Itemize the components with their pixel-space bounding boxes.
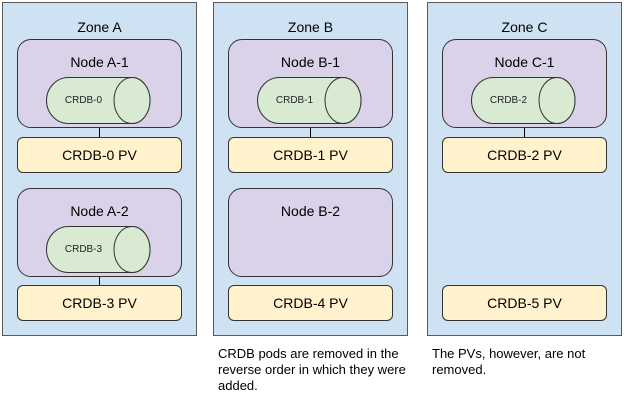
- pod-label: CRDB-1: [275, 95, 314, 106]
- pod-pv-connector: [524, 128, 525, 137]
- pod-cylinder: CRDB-3: [46, 226, 155, 273]
- pod-pv-connector: [99, 277, 100, 286]
- zone-title: Zone A: [77, 19, 122, 35]
- pod-cylinder: CRDB-0: [46, 77, 155, 124]
- pod-cylinder: CRDB-1: [257, 77, 366, 124]
- cylinder-shape: [46, 226, 151, 273]
- pod-pv-connector: [310, 128, 311, 137]
- pod-label: CRDB-0: [64, 95, 103, 106]
- persistent-volume: CRDB-0 PV: [17, 137, 182, 173]
- persistent-volume: CRDB-4 PV: [228, 285, 393, 321]
- note-pod-removal: CRDB pods are removed in the reverse ord…: [218, 346, 406, 393]
- pod-cylinder: CRDB-2: [471, 77, 580, 124]
- node-title: Node A-2: [70, 203, 129, 219]
- zone-title: Zone C: [501, 19, 548, 35]
- persistent-volume: CRDB-5 PV: [442, 285, 607, 321]
- cylinder-shape: [471, 77, 576, 124]
- persistent-volume: CRDB-3 PV: [17, 285, 182, 321]
- zone-title: Zone B: [287, 19, 334, 35]
- note-pv-retained: The PVs, however, are not removed.: [432, 346, 586, 377]
- node-title: Node C-1: [494, 54, 555, 70]
- pod-label: CRDB-3: [64, 244, 103, 255]
- node-title: Node B-2: [280, 203, 341, 219]
- node-title: Node B-1: [280, 54, 341, 70]
- persistent-volume: CRDB-2 PV: [442, 137, 607, 173]
- node: Node B-2: [228, 188, 393, 277]
- persistent-volume: CRDB-1 PV: [228, 137, 393, 173]
- cylinder-shape: [46, 77, 151, 124]
- pod-label: CRDB-2: [489, 95, 528, 106]
- node-title: Node A-1: [70, 54, 129, 70]
- cylinder-shape: [257, 77, 362, 124]
- pod-pv-connector: [99, 128, 100, 137]
